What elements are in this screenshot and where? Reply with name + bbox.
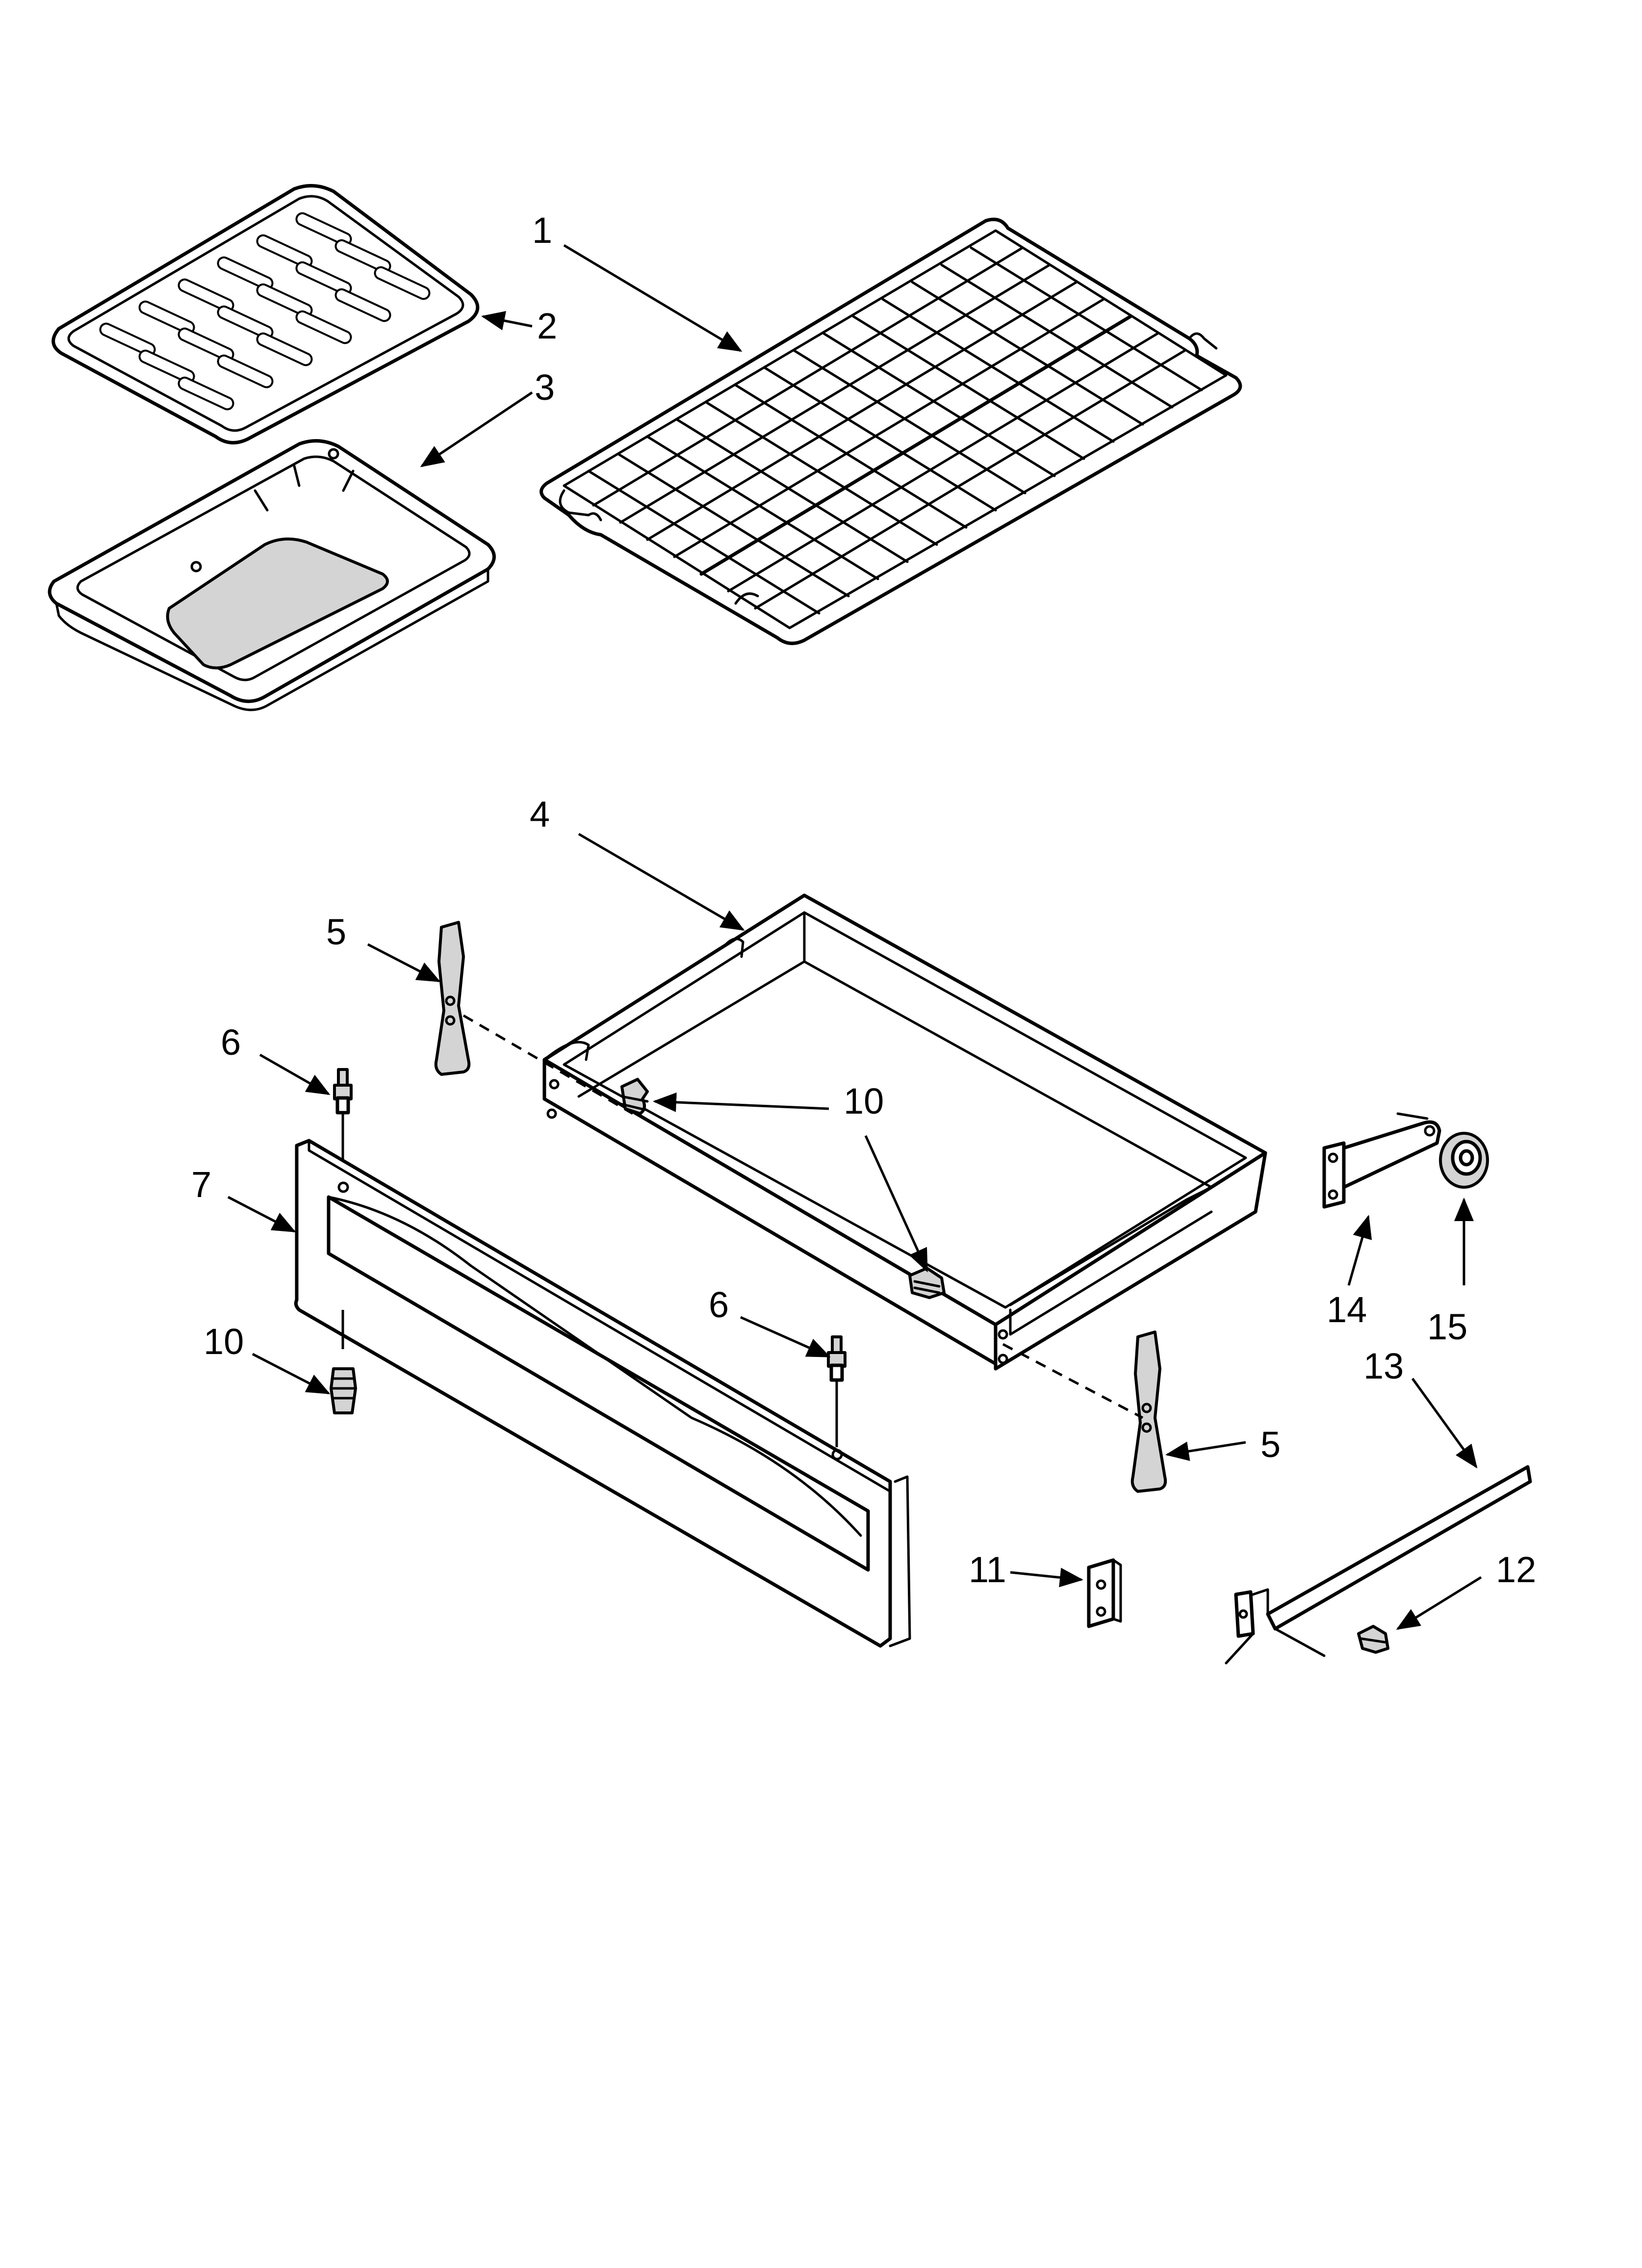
callout-11: 11 xyxy=(969,1549,1006,1590)
alignment-line-right xyxy=(1002,1343,1144,1419)
broiler-grid-slots xyxy=(99,212,431,411)
callout-4: 4 xyxy=(530,794,550,834)
callout-1: 1 xyxy=(532,210,552,251)
drawer-slide-bracket-right xyxy=(1130,1330,1167,1493)
rail-screw xyxy=(1357,1625,1389,1654)
mounting-bracket xyxy=(1087,1558,1122,1628)
callout-5-right: 5 xyxy=(1260,1424,1281,1465)
oven-rack-wires xyxy=(587,246,1203,615)
callout-5-left: 5 xyxy=(326,912,346,952)
anti-tip-bracket xyxy=(1322,1112,1441,1209)
alignment-line-left xyxy=(462,1014,634,1115)
oven-rack xyxy=(539,217,1242,645)
leader-lines xyxy=(227,244,1482,1630)
screw-drawer-left xyxy=(619,1078,649,1115)
drawer-wheel xyxy=(1439,1132,1489,1189)
broiler-pan xyxy=(48,439,496,711)
screw-front-panel xyxy=(330,1310,357,1414)
drawer-front-panel xyxy=(294,1139,911,1648)
callout-10-center: 10 xyxy=(844,1081,884,1121)
slide-rail xyxy=(1225,1465,1532,1665)
broiler-grid xyxy=(51,184,480,444)
callout-7: 7 xyxy=(191,1164,211,1205)
callout-3: 3 xyxy=(535,367,555,408)
callout-15: 15 xyxy=(1427,1306,1467,1347)
callout-6-right: 6 xyxy=(709,1284,729,1325)
callout-13: 13 xyxy=(1363,1346,1404,1386)
callout-14: 14 xyxy=(1327,1289,1367,1330)
shoulder-screw-right xyxy=(827,1335,847,1447)
callout-6-left: 6 xyxy=(221,1022,241,1063)
callout-12: 12 xyxy=(1496,1549,1536,1590)
callout-2: 2 xyxy=(537,306,557,346)
callout-10-left: 10 xyxy=(204,1321,244,1362)
storage-drawer xyxy=(542,893,1267,1371)
drawer-slide-bracket-left xyxy=(434,921,471,1076)
callout-labels: 1 2 3 4 5 6 7 10 10 6 5 11 12 13 14 15 xyxy=(191,210,1536,1590)
